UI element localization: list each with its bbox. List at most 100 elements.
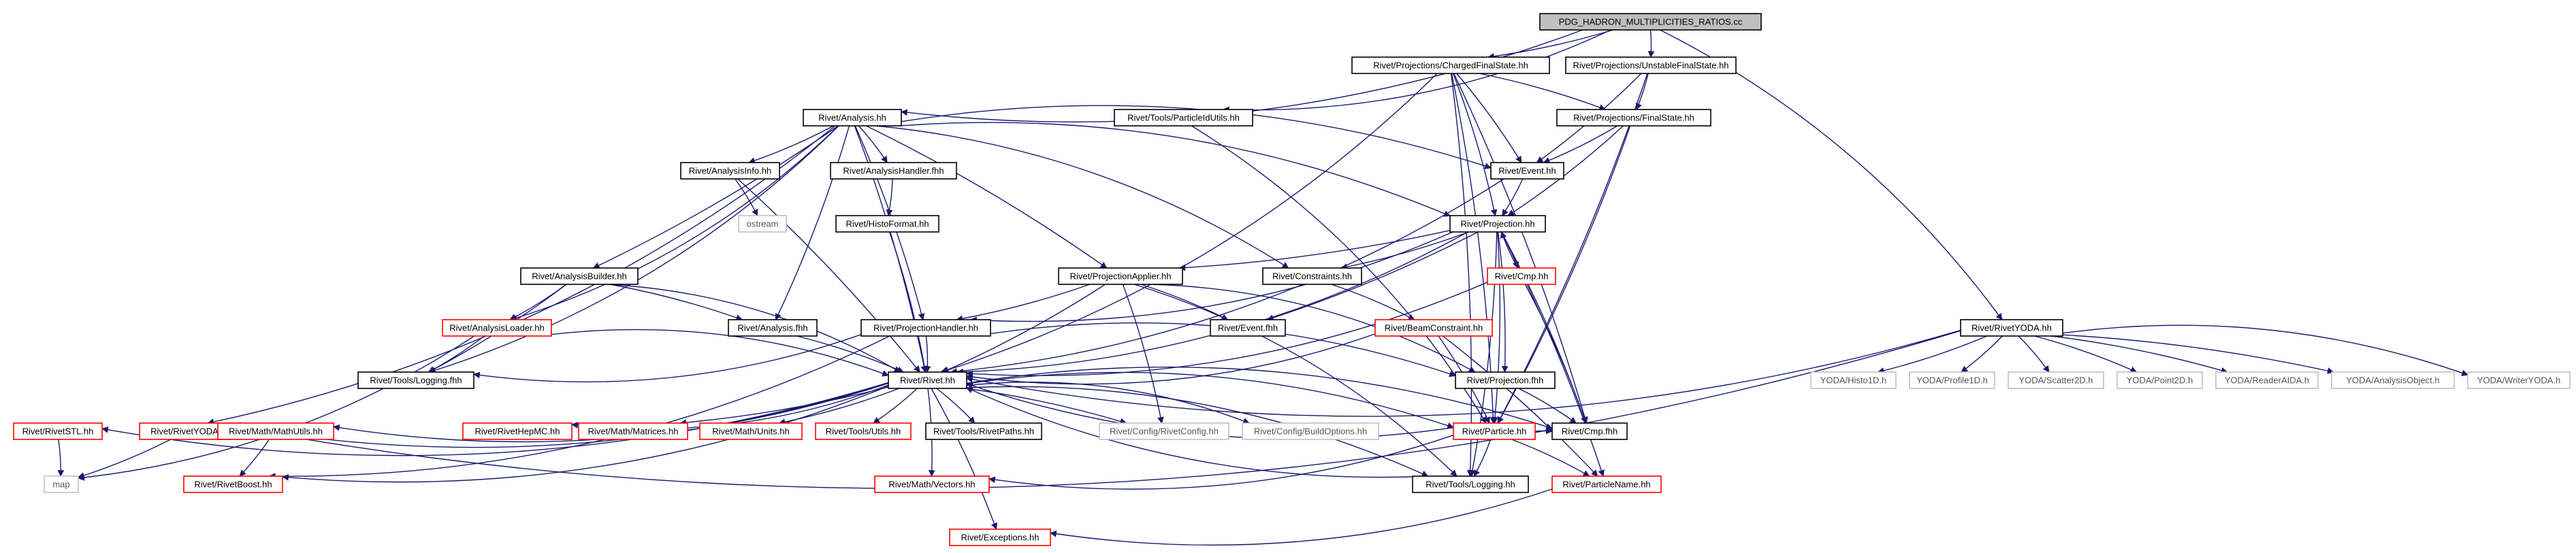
node-readeraida: YODA/ReaderAIDA.h	[2215, 371, 2319, 389]
edge-rivetyoda-to-writeryoda	[2062, 324, 2468, 376]
node-label: YODA/Profile1D.h	[1916, 375, 1988, 386]
node-box	[578, 422, 688, 440]
node-phandler[interactable]: Rivet/ProjectionHandler.hh	[860, 319, 991, 337]
node-cmp[interactable]: Rivet/Cmp.hh	[1487, 267, 1556, 285]
node-histoformat[interactable]: Rivet/HistoFormat.hh	[835, 215, 939, 233]
node-box	[925, 422, 1042, 440]
node-label: Rivet/Tools/RivetPaths.hh	[933, 426, 1034, 437]
node-rivetconfig: Rivet/Config/RivetConfig.hh	[1099, 422, 1229, 440]
node-fs[interactable]: Rivet/Projections/FinalState.hh	[1556, 109, 1711, 127]
node-label: Rivet/Event.hh	[1498, 166, 1556, 176]
node-box	[1551, 475, 1662, 493]
node-label: Rivet/AnalysisHandler.fhh	[843, 166, 944, 176]
node-toolsutils[interactable]: Rivet/Tools/Utils.hh	[815, 422, 912, 440]
node-matrices[interactable]: Rivet/Math/Matrices.hh	[578, 422, 688, 440]
node-label: Rivet/Tools/Logging.fhh	[370, 375, 462, 386]
edge-rivetyoda-to-point2d	[2034, 335, 2138, 373]
node-box	[2008, 371, 2104, 389]
edge-analysis-to-constraints	[875, 125, 1289, 269]
edge-papplier-to-phandler	[956, 284, 1091, 322]
node-cfs[interactable]: Rivet/Projections/ChargedFinalState.hh	[1351, 56, 1550, 74]
node-box	[835, 215, 939, 233]
edge-rivet-to-buildopts	[966, 382, 1250, 424]
node-analysisf[interactable]: Rivet/Analysis.fhh	[728, 319, 818, 337]
node-point2d: YODA/Point2D.h	[2116, 371, 2203, 389]
node-label: Rivet/ParticleName.hh	[1562, 480, 1650, 490]
node-analysis[interactable]: Rivet/Analysis.hh	[803, 109, 902, 127]
node-rivetstl[interactable]: Rivet/RivetSTL.hh	[13, 422, 103, 440]
node-box	[217, 422, 334, 440]
node-box	[1262, 267, 1362, 285]
node-constraints[interactable]: Rivet/Constraints.hh	[1262, 267, 1362, 285]
node-box	[1487, 267, 1556, 285]
node-mathutils[interactable]: Rivet/Math/MathUtils.hh	[217, 422, 334, 440]
node-layer: PDG_HADRON_MULTIPLICITIES_RATIOS.ccRivet…	[13, 13, 2571, 546]
node-partidutils[interactable]: Rivet/Tools/ParticleIdUtils.hh	[1114, 109, 1253, 127]
edge-rivetyoda-to-rivet	[966, 329, 1961, 417]
node-box	[1551, 422, 1628, 440]
node-paths[interactable]: Rivet/Tools/RivetPaths.hh	[925, 422, 1042, 440]
node-abuilder[interactable]: Rivet/AnalysisBuilder.hh	[520, 267, 639, 285]
edge-rivet-to-particle	[966, 371, 1454, 429]
edge-rivetyoda-to-readeraida	[2051, 335, 2228, 374]
edge-abuilder-to-aloader	[509, 284, 567, 320]
node-projection[interactable]: Rivet/Projection.hh	[1449, 215, 1546, 233]
node-box	[2331, 371, 2455, 389]
edge-projection-to-particle	[1492, 231, 1501, 424]
node-box	[1810, 371, 1897, 389]
edge-analysis-to-projection	[901, 122, 1451, 217]
edge-analysis-to-aloader	[510, 125, 839, 322]
node-box	[1351, 56, 1550, 74]
node-rivet[interactable]: Rivet/Rivet.hh	[888, 371, 967, 389]
node-box	[1455, 371, 1556, 389]
node-box	[1453, 422, 1536, 440]
node-ainfo[interactable]: Rivet/AnalysisInfo.hh	[680, 162, 780, 180]
node-projectionf[interactable]: Rivet/Projection.fhh	[1455, 371, 1556, 389]
node-ahandlerf[interactable]: Rivet/AnalysisHandler.fhh	[830, 162, 957, 180]
node-box	[830, 162, 957, 180]
edge-ufs-to-fs	[1635, 73, 1649, 110]
node-exceptions[interactable]: Rivet/Exceptions.hh	[949, 529, 1051, 546]
node-eventf[interactable]: Rivet/Event.fhh	[1210, 319, 1286, 337]
node-map: map	[44, 475, 79, 493]
node-logging[interactable]: Rivet/Tools/Logging.hh	[1412, 475, 1529, 493]
node-label: Rivet/Projection.fhh	[1467, 375, 1544, 386]
node-box	[1412, 475, 1529, 493]
node-label: Rivet/Projections/UnstableFinalState.hh	[1573, 61, 1728, 71]
node-cmpf[interactable]: Rivet/Cmp.fhh	[1551, 422, 1628, 440]
node-aloader[interactable]: Rivet/AnalysisLoader.hh	[442, 319, 552, 337]
node-particle[interactable]: Rivet/Particle.hh	[1453, 422, 1536, 440]
edge-rivetyoda-to-rivetyoda2	[241, 330, 1961, 489]
edge-pname-to-exceptions	[1050, 488, 1553, 546]
node-label: YODA/WriterYODA.h	[2477, 375, 2561, 386]
node-logging_f[interactable]: Rivet/Tools/Logging.fhh	[357, 371, 474, 389]
node-vectors[interactable]: Rivet/Math/Vectors.hh	[874, 475, 990, 493]
edge-projection-to-logging	[1469, 231, 1498, 477]
edge-cfs-to-cmpf	[1453, 73, 1588, 424]
edge-rivet-to-exceptions	[931, 388, 998, 530]
edge-cfs-to-rivet	[940, 73, 1438, 374]
node-label: PDG_HADRON_MULTIPLICITIES_RATIOS.cc	[1559, 17, 1743, 27]
node-papplier[interactable]: Rivet/ProjectionApplier.hh	[1058, 267, 1183, 285]
node-box	[1242, 422, 1379, 440]
node-box	[888, 371, 967, 389]
node-label: Rivet/Cmp.fhh	[1562, 426, 1617, 437]
node-root[interactable]: PDG_HADRON_MULTIPLICITIES_RATIOS.cc	[1539, 13, 1762, 31]
node-boost[interactable]: Rivet/RivetBoost.hh	[183, 475, 283, 493]
edge-rivetyoda-to-scatter2d	[2018, 335, 2050, 373]
node-rivetyoda[interactable]: Rivet/RivetYODA.hh	[1960, 319, 2063, 337]
edge-ahandlerf-to-histoformat	[886, 178, 893, 216]
node-units[interactable]: Rivet/Math/Units.hh	[699, 422, 803, 440]
node-label: Rivet/Analysis.fhh	[737, 323, 807, 333]
node-event[interactable]: Rivet/Event.hh	[1490, 162, 1564, 180]
node-label: Rivet/RivetHepMC.hh	[475, 426, 560, 437]
edge-rivet-to-paths	[936, 388, 976, 424]
node-pname[interactable]: Rivet/ParticleName.hh	[1551, 475, 1662, 493]
edge-analysis-to-analysisf	[775, 125, 850, 320]
node-box	[1374, 319, 1493, 337]
node-label: Rivet/RivetSTL.hh	[22, 426, 94, 437]
node-beamc[interactable]: Rivet/BeamConstraint.hh	[1374, 319, 1493, 337]
node-label: YODA/Point2D.h	[2127, 375, 2193, 386]
node-hepmc[interactable]: Rivet/RivetHepMC.hh	[462, 422, 573, 440]
node-ufs[interactable]: Rivet/Projections/UnstableFinalState.hh	[1565, 56, 1737, 74]
